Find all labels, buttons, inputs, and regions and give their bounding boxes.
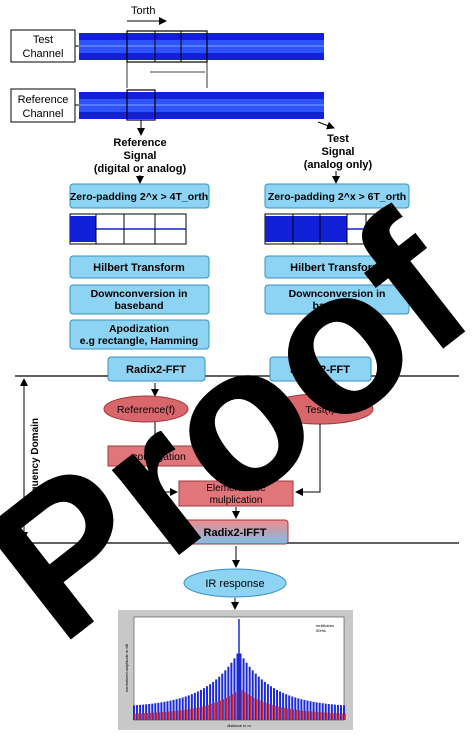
downconversion-left-box: Downconversion in baseband xyxy=(69,284,210,315)
test-signal-label: Test Signal (analog only) xyxy=(304,133,373,171)
downconversion-right-box: Downconversion in baseband xyxy=(264,284,410,315)
ifft-box: Radix2-IFFT xyxy=(181,519,289,545)
test-channel-label-1: Test xyxy=(33,34,53,46)
svg-text:Signal: Signal xyxy=(321,146,354,158)
test-waveform xyxy=(79,33,324,60)
svg-text:mulplication: mulplication xyxy=(210,495,263,506)
padded-test-waveform xyxy=(264,213,384,245)
ir-response-ellipse: IR response xyxy=(183,568,287,598)
svg-text:Zero-padding 2^x > 6T_orth: Zero-padding 2^x > 6T_orth xyxy=(268,191,406,203)
reference-waveform xyxy=(79,92,324,119)
svg-text:Signal: Signal xyxy=(123,150,156,162)
svg-text:Element wise: Element wise xyxy=(206,483,266,494)
reference-channel: Reference Channel xyxy=(10,88,324,123)
test-channel: Test Channel xyxy=(10,29,324,63)
apodization-box: Apodization e.g rectangle, Hamming xyxy=(69,319,210,350)
svg-text:Hilbert Transform: Hilbert Transform xyxy=(93,262,185,274)
svg-text:Test: Test xyxy=(327,133,349,145)
svg-text:Downconversion in: Downconversion in xyxy=(91,288,188,300)
svg-text:baseband: baseband xyxy=(312,300,361,312)
reference-signal-label: Reference Signal (digital or analog) xyxy=(94,137,187,175)
padded-reference-waveform xyxy=(69,213,187,245)
svg-text:Reference(f): Reference(f) xyxy=(117,404,175,416)
conjugation-box: conjugation xyxy=(107,445,211,467)
plot-xlabel: distance in m xyxy=(227,723,251,728)
torth-label: Torth xyxy=(131,5,155,17)
svg-text:e.g rectangle, Hamming: e.g rectangle, Hamming xyxy=(80,335,198,347)
plot-ylabel: normalized amplitude in dB xyxy=(124,644,129,693)
svg-text:Radix2-FFT: Radix2-FFT xyxy=(290,364,350,376)
plot-legend-1: multilobes xyxy=(316,623,334,628)
svg-text:Reference: Reference xyxy=(113,137,166,149)
zero-padding-right-box: Zero-padding 2^x > 6T_orth xyxy=(264,183,410,209)
svg-text:Proof: Proof xyxy=(0,172,474,682)
svg-text:Hilbert Transform: Hilbert Transform xyxy=(290,262,382,274)
frequency-domain-label: Frequency Domain xyxy=(30,418,41,508)
svg-text:Downconversion in: Downconversion in xyxy=(289,288,386,300)
hilbert-right-box: Hilbert Transform xyxy=(264,255,408,279)
svg-text:conjugation: conjugation xyxy=(132,451,186,463)
fft-right-box: Radix2-FFT xyxy=(269,356,372,382)
svg-text:Zero-padding 2^x > 4T_orth: Zero-padding 2^x > 4T_orth xyxy=(70,191,208,203)
elementwise-box: Element wise mulplication xyxy=(178,480,294,507)
svg-text:Radix2-IFFT: Radix2-IFFT xyxy=(204,527,267,539)
svg-text:IR response: IR response xyxy=(205,578,264,590)
svg-text:Apodization: Apodization xyxy=(109,323,169,335)
reference-channel-label-1: Reference xyxy=(18,94,69,106)
svg-text:(analog only): (analog only) xyxy=(304,159,373,171)
reference-channel-label-2: Channel xyxy=(23,108,64,120)
svg-text:(digital or analog): (digital or analog) xyxy=(94,163,187,175)
plot-legend-2: 50ms xyxy=(316,628,326,633)
fft-left-box: Radix2-FFT xyxy=(107,356,206,382)
reference-f-ellipse: Reference(f) xyxy=(103,395,189,423)
svg-text:Radix2-FFT: Radix2-FFT xyxy=(126,364,186,376)
svg-text:Test(f): Test(f) xyxy=(305,404,334,416)
ir-response-plot: multilobes 50ms distance in m normalized… xyxy=(118,610,353,730)
zero-padding-left-box: Zero-padding 2^x > 4T_orth xyxy=(69,183,210,209)
torth-indicator: Torth xyxy=(127,5,167,25)
test-channel-label-2: Channel xyxy=(23,48,64,60)
proof-watermark: Proof xyxy=(0,172,474,682)
test-f-ellipse: Test(f) xyxy=(266,393,374,425)
hilbert-left-box: Hilbert Transform xyxy=(69,255,210,279)
svg-text:baseband: baseband xyxy=(114,300,163,312)
